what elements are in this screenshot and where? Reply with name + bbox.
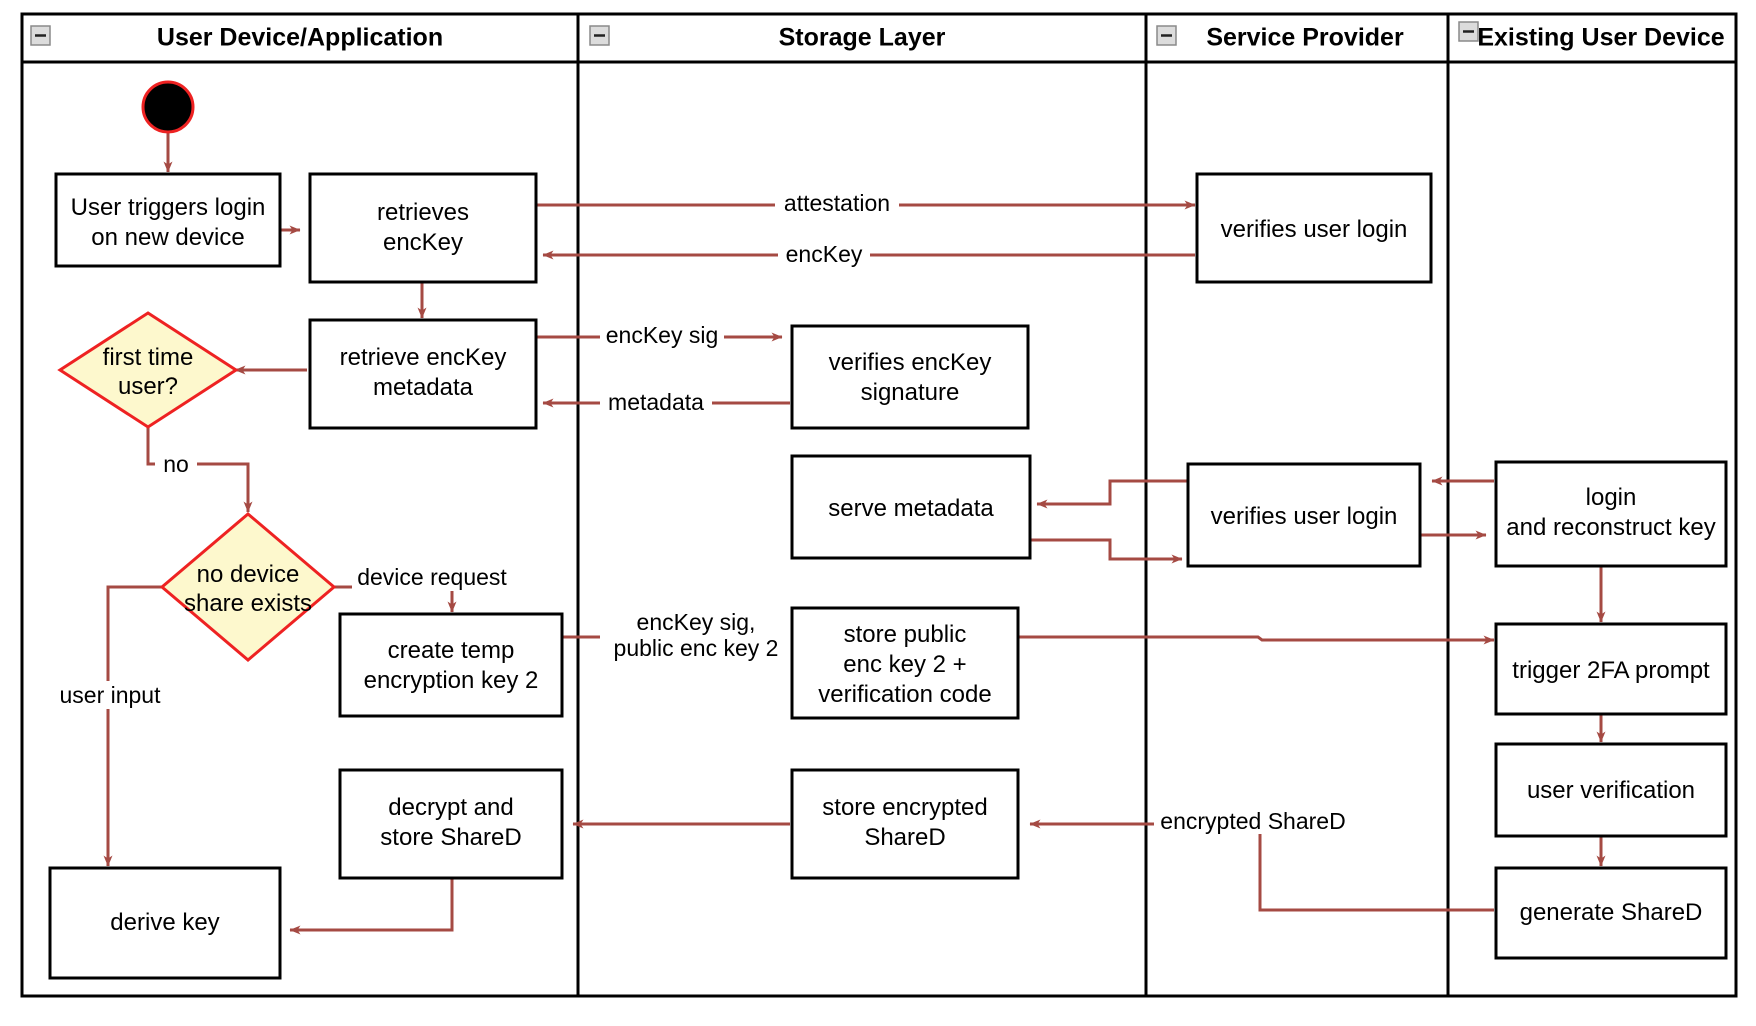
- edge-label-enckey-sig: encKey sig: [606, 322, 719, 348]
- swimlane-header-storage: [576, 12, 1148, 64]
- edge-decrypt-to-derive: [289, 878, 454, 935]
- edge-encrypted-shared: encrypted ShareD: [1029, 806, 1494, 912]
- node-label-line: encryption key 2: [364, 667, 539, 694]
- decision-diamond-shape: [159, 512, 337, 662]
- edge-label-enckey-sig-line2: public enc key 2: [614, 635, 779, 661]
- collapse-minus-icon[interactable]: [589, 25, 610, 46]
- node-label-line: encKey: [383, 229, 463, 256]
- initial-node-icon: [141, 80, 195, 134]
- node-label-line: create temp: [388, 637, 515, 664]
- node-label-line: signature: [861, 379, 960, 406]
- node-label-line: decrypt and: [388, 794, 513, 821]
- node-label-line: no device: [197, 561, 300, 588]
- edge-label-user-input: user input: [59, 682, 161, 708]
- swimlane-title-existing-user-device: Existing User Device: [1477, 24, 1724, 52]
- node-label-line: user verification: [1527, 777, 1695, 804]
- node-label-line: generate ShareD: [1520, 899, 1703, 926]
- edge-user-input: user input: [54, 585, 166, 867]
- node-label-line: store public: [844, 621, 967, 648]
- edge-serve-metadata-to-service: [1024, 538, 1183, 564]
- edge-label-no: no: [163, 451, 189, 477]
- node-verifies-enckey-signature[interactable]: verifies encKey signature: [790, 324, 1030, 430]
- node-no-device-share-exists[interactable]: no device share exists: [159, 512, 337, 662]
- node-label-line: first time: [103, 344, 194, 371]
- node-label-line: ShareD: [864, 824, 945, 851]
- edge-store-public-to-2fa: [1018, 635, 1495, 645]
- node-label-line: trigger 2FA prompt: [1512, 657, 1710, 684]
- collapse-minus-icon[interactable]: [1156, 25, 1177, 46]
- edge-device-request: device request: [333, 563, 532, 613]
- node-generate-shared[interactable]: generate ShareD: [1494, 866, 1728, 960]
- swimlane-title-service-provider: Service Provider: [1206, 24, 1404, 52]
- node-serve-metadata[interactable]: serve metadata: [790, 454, 1032, 560]
- node-label-line: derive key: [110, 909, 219, 936]
- node-retrieves-enckey[interactable]: retrieves encKey: [308, 172, 538, 284]
- node-user-verification[interactable]: user verification: [1494, 742, 1728, 838]
- node-first-time-user[interactable]: first time user?: [57, 311, 239, 429]
- node-label-line: metadata: [373, 374, 474, 401]
- swimlane-header-user-device: [20, 12, 580, 64]
- edge-label-encrypted-shared: encrypted ShareD: [1160, 808, 1345, 834]
- node-label-line: store encrypted: [822, 794, 987, 821]
- edge-attestation: attestation: [535, 190, 1196, 217]
- node-label-line: verifies user login: [1211, 503, 1398, 530]
- edge-label-device-request: device request: [357, 564, 507, 590]
- edge-label-attestation: attestation: [784, 190, 890, 216]
- collapse-minus-icon[interactable]: [1458, 21, 1479, 42]
- node-store-public-enc-key-2[interactable]: store public enc key 2 + verification co…: [790, 606, 1020, 720]
- node-label-line: login: [1586, 484, 1637, 511]
- node-start[interactable]: [141, 80, 195, 134]
- edge-label-metadata: metadata: [608, 389, 704, 415]
- edge-enckey-return: encKey: [542, 241, 1195, 268]
- swimlane-title-storage: Storage Layer: [779, 24, 946, 52]
- node-verifies-user-login-2[interactable]: verifies user login: [1186, 462, 1422, 568]
- edge-enckey-sig-public: encKey sig, public enc key 2: [562, 608, 792, 664]
- edge-service-to-serve-metadata: [1036, 479, 1190, 509]
- edge-label-enckey-sig-line1: encKey sig,: [637, 609, 756, 635]
- node-label-line: serve metadata: [828, 495, 994, 522]
- node-label-line: User triggers login: [71, 194, 266, 221]
- node-label-line: and reconstruct key: [1506, 514, 1715, 541]
- node-label-line: retrieve encKey: [340, 344, 507, 371]
- node-decrypt-and-store-shared[interactable]: decrypt and store ShareD: [338, 768, 564, 880]
- decision-diamond-shape: [57, 311, 239, 429]
- swimlane-header-service-provider: [1144, 12, 1450, 64]
- node-verifies-user-login-1[interactable]: verifies user login: [1195, 172, 1433, 284]
- node-derive-key[interactable]: derive key: [48, 866, 282, 980]
- node-label-line: verifies encKey: [829, 349, 992, 376]
- node-retrieve-enckey-metadata[interactable]: retrieve encKey metadata: [308, 318, 538, 430]
- node-store-encrypted-shared[interactable]: store encrypted ShareD: [790, 768, 1020, 880]
- swimlane-header-existing-user-device: [1446, 12, 1738, 64]
- node-trigger-2fa-prompt[interactable]: trigger 2FA prompt: [1494, 622, 1728, 716]
- node-label-line: on new device: [91, 224, 244, 251]
- node-user-triggers-login[interactable]: User triggers login on new device: [54, 172, 282, 268]
- node-label-line: retrieves: [377, 199, 469, 226]
- edge-label-enckey: encKey: [786, 241, 863, 267]
- node-create-temp-encryption-key-2[interactable]: create temp encryption key 2: [338, 612, 564, 718]
- node-label-line: verification code: [818, 681, 991, 708]
- edge-metadata-return: metadata: [542, 389, 790, 416]
- node-login-and-reconstruct-key[interactable]: login and reconstruct key: [1494, 460, 1728, 568]
- node-label-line: enc key 2 +: [843, 651, 966, 678]
- edge-first-time-no: no: [146, 425, 253, 513]
- edge-enckey-sig: encKey sig: [535, 322, 783, 349]
- swimlane-title-user-device: User Device/Application: [157, 24, 443, 52]
- node-label-line: verifies user login: [1221, 216, 1408, 243]
- node-label-line: user?: [118, 373, 178, 400]
- node-label-line: share exists: [184, 590, 312, 617]
- node-label-line: store ShareD: [380, 824, 521, 851]
- collapse-minus-icon[interactable]: [30, 25, 51, 46]
